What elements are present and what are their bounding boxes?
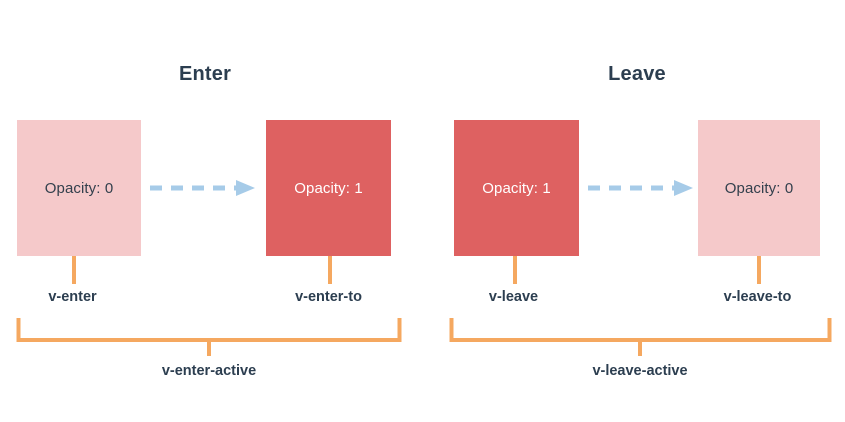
leave-from-state-box: Opacity: 1 bbox=[454, 120, 579, 256]
leave-transition-arrow-icon bbox=[588, 178, 698, 198]
enter-from-opacity-label: Opacity: 0 bbox=[44, 179, 114, 197]
v-enter-active-class-label: v-enter-active bbox=[161, 363, 257, 379]
v-enter-class-label: v-enter bbox=[48, 289, 97, 305]
leave-to-opacity-label: Opacity: 0 bbox=[724, 179, 794, 197]
enter-to-state-box: Opacity: 1 bbox=[266, 120, 391, 256]
enter-to-stem-icon bbox=[328, 256, 332, 284]
enter-from-stem-icon bbox=[72, 256, 76, 284]
enter-active-underbrace-icon bbox=[16, 316, 402, 358]
v-enter-to-class-label: v-enter-to bbox=[295, 289, 362, 305]
leave-section-title: Leave bbox=[608, 63, 666, 85]
leave-from-stem-icon bbox=[513, 256, 517, 284]
v-leave-class-label: v-leave bbox=[488, 289, 539, 305]
enter-transition-arrow-icon bbox=[150, 178, 260, 198]
leave-from-opacity-label: Opacity: 1 bbox=[482, 179, 551, 197]
leave-to-stem-icon bbox=[757, 256, 761, 284]
leave-to-state-box: Opacity: 0 bbox=[698, 120, 820, 256]
enter-to-opacity-label: Opacity: 1 bbox=[294, 179, 363, 197]
enter-from-state-box: Opacity: 0 bbox=[17, 120, 141, 256]
leave-active-underbrace-icon bbox=[449, 316, 832, 358]
v-leave-active-class-label: v-leave-active bbox=[592, 363, 688, 379]
enter-section-title: Enter bbox=[178, 63, 232, 85]
v-leave-to-class-label: v-leave-to bbox=[723, 289, 792, 305]
